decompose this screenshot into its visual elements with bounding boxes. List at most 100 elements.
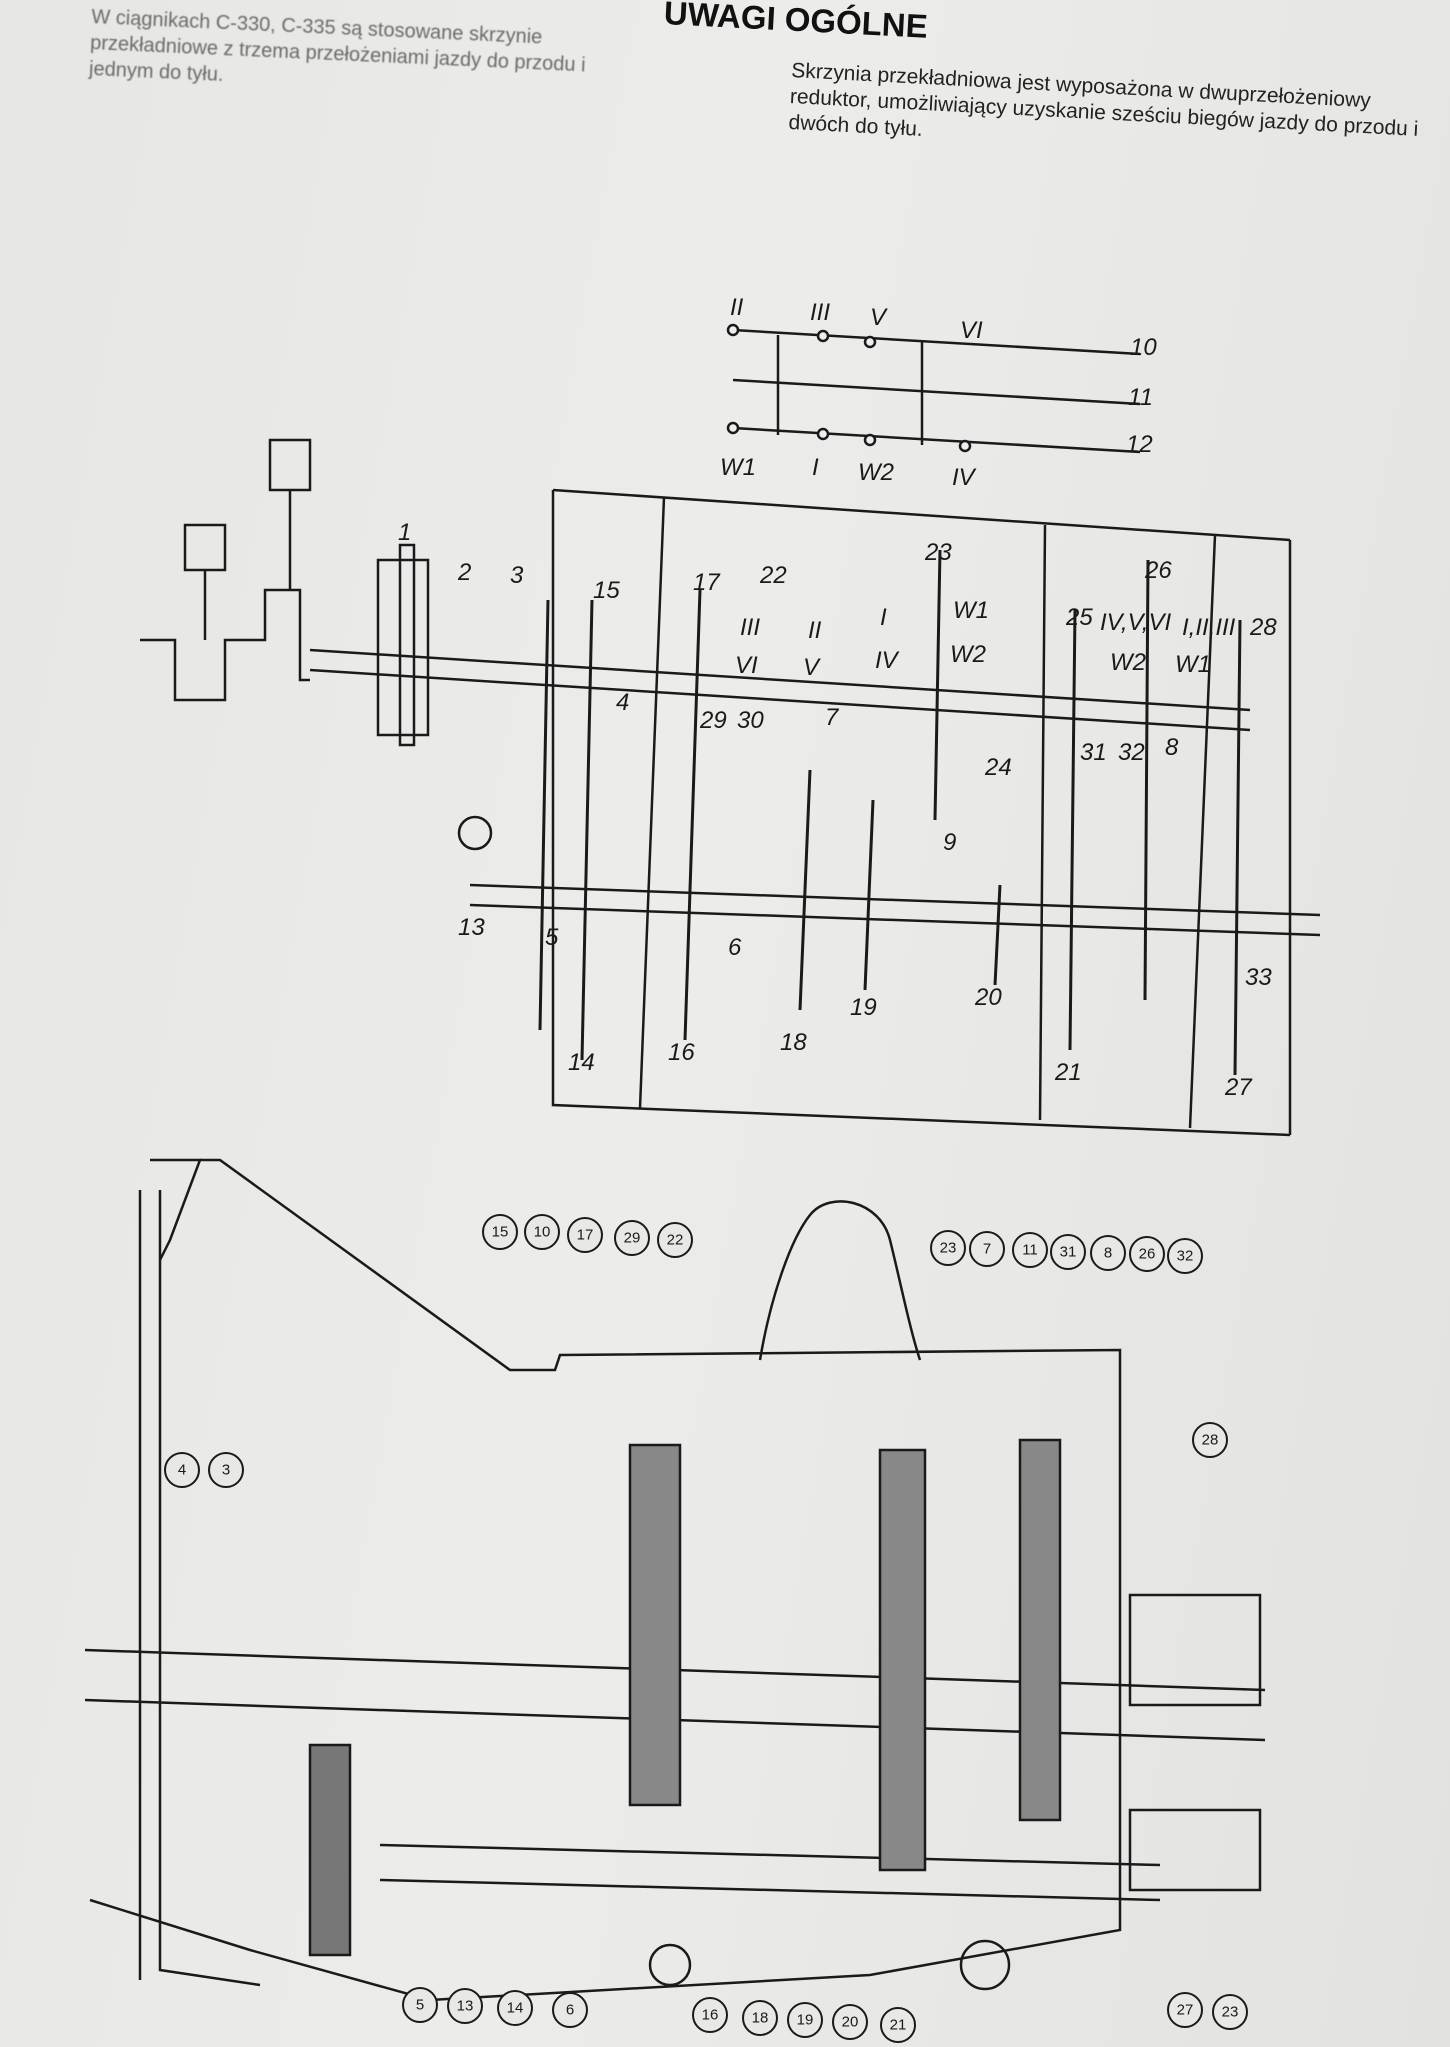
shift-position-label: 12 <box>1126 431 1153 458</box>
shift-position-label: W1 <box>720 454 756 481</box>
part-number-label: I <box>880 604 887 631</box>
callout-circle <box>1012 1232 1048 1268</box>
part-number-label: W2 <box>950 641 986 668</box>
callout-circle <box>524 1214 560 1250</box>
callout-circle <box>497 1990 533 2026</box>
shift-position-label: 11 <box>1128 384 1153 411</box>
part-number-label: 16 <box>668 1039 695 1066</box>
callout-circle <box>1167 1992 1203 2028</box>
shift-position-label: 10 <box>1130 334 1157 361</box>
part-number-label: II <box>808 617 822 644</box>
part-number-label: W1 <box>953 597 989 624</box>
shift-position-label: W2 <box>858 459 894 486</box>
callout-circle <box>657 1222 693 1258</box>
part-number-label: 28 <box>1249 614 1277 641</box>
part-number-label: VI <box>735 652 758 679</box>
callout-circle <box>1192 1422 1228 1458</box>
shift-pattern-diagram <box>726 323 1141 454</box>
part-number-label: 6 <box>728 934 742 961</box>
callout-number: 11 <box>1022 1242 1038 1259</box>
callout-number: 32 <box>1177 1248 1194 1265</box>
part-number-label: 2 <box>457 559 471 586</box>
callout-number: 4 <box>178 1462 186 1479</box>
part-number-label: I,II,III <box>1182 614 1236 641</box>
callout-number: 27 <box>1177 2002 1194 2019</box>
part-number-label: 21 <box>1054 1059 1082 1086</box>
part-number-label: 1 <box>398 519 411 546</box>
part-number-label: 5 <box>545 924 559 951</box>
part-number-label: 27 <box>1224 1074 1253 1101</box>
part-number-label: 13 <box>458 914 485 941</box>
callout-number: 3 <box>222 1462 230 1479</box>
part-number-label: 26 <box>1144 557 1172 584</box>
shift-position-label: VI <box>960 317 983 344</box>
part-number-label: W2 <box>1110 649 1146 676</box>
part-number-label: 15 <box>593 577 620 604</box>
callout-number: 5 <box>416 1997 424 2014</box>
part-number-label: 19 <box>850 994 877 1021</box>
callout-number: 31 <box>1060 1244 1077 1261</box>
callout-number: 28 <box>1202 1432 1219 1449</box>
callout-number: 17 <box>577 1227 594 1244</box>
callout-circle <box>787 2002 823 2038</box>
callout-number: 23 <box>940 1240 957 1257</box>
callout-number: 6 <box>566 2002 574 2019</box>
shift-position-label: II <box>730 294 744 321</box>
callout-circle <box>969 1231 1005 1267</box>
callout-circle <box>208 1452 244 1488</box>
part-number-label: 22 <box>759 562 787 589</box>
part-number-label: 3 <box>510 562 524 589</box>
callout-circle <box>1050 1234 1086 1270</box>
callout-number: 21 <box>890 2017 907 2034</box>
part-number-label: 8 <box>1165 734 1179 761</box>
part-number-label: 14 <box>568 1049 595 1076</box>
part-number-label: 17 <box>693 569 721 596</box>
callout-number: 13 <box>457 1998 474 2015</box>
callout-circle <box>1090 1235 1126 1271</box>
callout-number: 10 <box>534 1224 551 1241</box>
callout-number: 18 <box>752 2010 769 2027</box>
callout-number: 23 <box>1222 2004 1239 2021</box>
callout-circle <box>402 1987 438 2023</box>
callout-number: 15 <box>492 1224 509 1241</box>
callout-circle <box>832 2004 868 2040</box>
callout-circle <box>742 2000 778 2036</box>
gearbox-section-drawing <box>84 1158 1266 2002</box>
part-number-label: 23 <box>924 539 952 566</box>
part-number-label: IV,V,VI <box>1100 609 1171 636</box>
callout-circle <box>614 1220 650 1256</box>
callout-number: 16 <box>702 2007 719 2024</box>
callout-circle <box>567 1217 603 1253</box>
kinematic-scheme <box>140 438 1321 1137</box>
part-number-label: 20 <box>974 984 1002 1011</box>
part-number-label: 31 <box>1080 739 1107 766</box>
callout-number: 7 <box>983 1241 991 1258</box>
callout-number: 8 <box>1104 1245 1112 1262</box>
callout-circle <box>552 1992 588 2028</box>
callout-number: 20 <box>842 2014 859 2031</box>
callout-circle <box>164 1452 200 1488</box>
part-number-label: 30 <box>737 707 764 734</box>
callout-number: 29 <box>624 1230 641 1247</box>
part-number-label: 33 <box>1245 964 1272 991</box>
part-number-label: V <box>803 654 821 681</box>
part-number-label: 18 <box>780 1029 807 1056</box>
part-number-label: W1 <box>1175 651 1211 678</box>
callout-circle <box>482 1214 518 1250</box>
callout-circle <box>880 2007 916 2043</box>
part-number-label: 25 <box>1065 604 1093 631</box>
shift-position-label: V <box>870 304 888 331</box>
callout-number: 22 <box>667 1232 684 1249</box>
part-number-label: 24 <box>984 754 1012 781</box>
callout-circle <box>447 1988 483 2024</box>
callout-circle <box>1129 1236 1165 1272</box>
part-number-label: 9 <box>943 829 956 856</box>
part-number-label: III <box>740 614 760 641</box>
shift-position-label: IV <box>952 464 977 491</box>
shift-position-label: III <box>810 299 830 326</box>
callout-circle <box>1167 1238 1203 1274</box>
shift-position-label: I <box>812 454 819 481</box>
part-number-label: 7 <box>825 704 840 731</box>
